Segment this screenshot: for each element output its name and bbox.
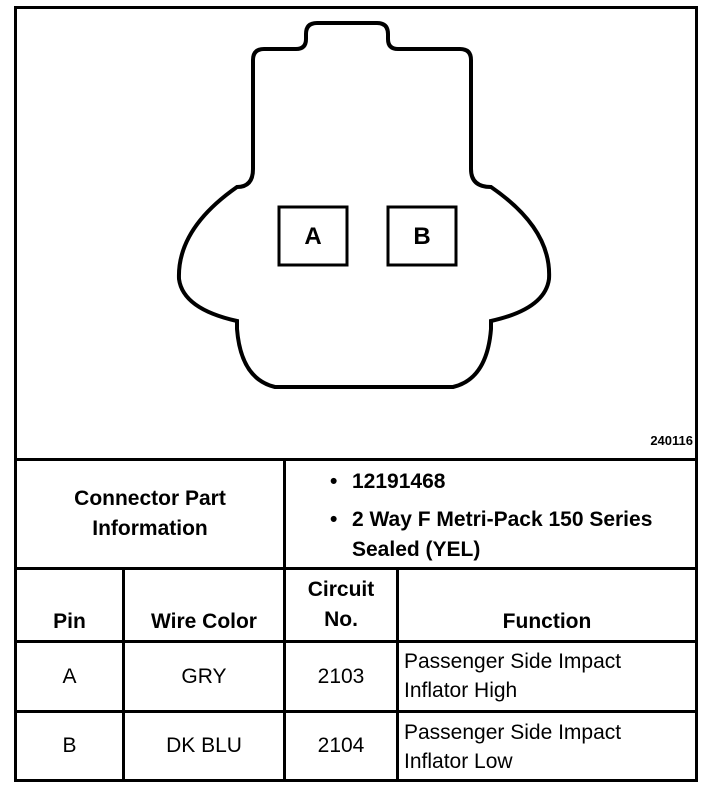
row-b-circuit: 2104: [317, 734, 365, 757]
row-a-function-line1: Passenger Side Impact: [404, 650, 622, 673]
pin-a-label: A: [304, 223, 322, 250]
list-item: • 2 Way F Metri-Pack 150 Series Sealed (…: [330, 505, 690, 565]
divider: [283, 570, 286, 779]
divider: [17, 458, 695, 461]
row-a-circuit: 2103: [317, 664, 365, 688]
part-info-label: Connector Part Information: [74, 487, 226, 540]
connector-sheet: A B 240116 Connector Part Information • …: [14, 6, 698, 782]
row-a-function-line2: Inflator High: [404, 679, 518, 702]
row-b-function-line1: Passenger Side Impact: [404, 721, 622, 744]
row-a-function: Passenger Side Impact Inflator High: [404, 647, 621, 705]
row-b-function-line2: Inflator Low: [404, 750, 513, 773]
divider: [17, 710, 695, 713]
divider: [283, 461, 286, 567]
divider: [396, 570, 399, 779]
part-info-label-cell: Connector Part Information: [17, 461, 283, 567]
row-b-function: Passenger Side Impact Inflator Low: [404, 718, 621, 776]
pin-b-label: B: [413, 223, 431, 250]
bullet-icon: •: [330, 470, 338, 493]
header-circuit-line2: No.: [324, 608, 358, 631]
header-circuit: Circuit No.: [286, 570, 396, 640]
header-wire-color: Wire Color: [151, 610, 257, 633]
bullet-icon: •: [330, 508, 338, 531]
row-b-wire-color: DK BLU: [166, 734, 242, 757]
divider: [17, 640, 695, 643]
row-a-pin: A: [62, 664, 77, 688]
divider: [122, 570, 125, 779]
connector-description: 2 Way F Metri-Pack 150 Series Sealed (YE…: [352, 508, 653, 561]
connector-outline-svg: [176, 21, 552, 389]
part-number: 12191468: [352, 470, 446, 493]
header-function: Function: [502, 610, 592, 633]
part-info-list: • 12191468 • 2 Way F Metri-Pack 150 Seri…: [330, 467, 690, 573]
connector-body-outline: [176, 21, 552, 389]
header-pin: Pin: [53, 610, 86, 633]
row-a-wire-color: GRY: [181, 664, 227, 688]
divider: [17, 567, 695, 570]
pin-a-box: [277, 205, 349, 267]
figure-id: 240116: [650, 433, 693, 448]
pin-b-box: [386, 205, 458, 267]
connector-diagram: A B 240116: [17, 9, 695, 458]
header-circuit-line1: Circuit: [307, 578, 375, 601]
row-b-pin: B: [62, 734, 77, 757]
list-item: • 12191468: [330, 467, 690, 497]
